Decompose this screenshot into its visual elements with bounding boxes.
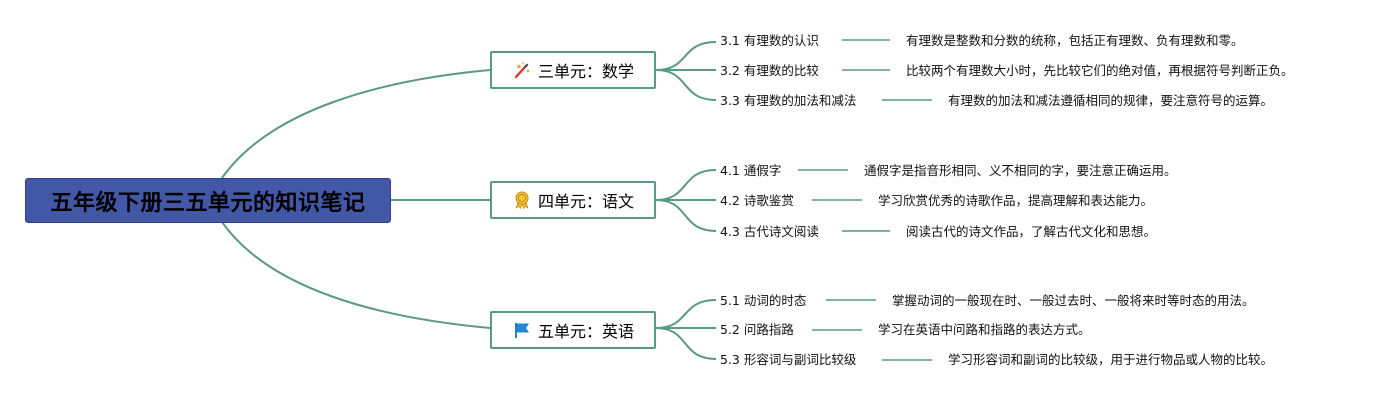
- topic-4-3-description: 阅读古代的诗文作品，了解古代文化和思想。: [906, 224, 1157, 239]
- topic-3-2-description: 比较两个有理数大小时，先比较它们的绝对值，再根据符号判断正负。: [906, 63, 1294, 78]
- award-medal-icon: [512, 190, 532, 210]
- flag-icon: [512, 320, 532, 340]
- unit-5-to-topic-1-link: [655, 299, 717, 329]
- topic-5-2-label[interactable]: 5.2 问路指路: [720, 322, 794, 337]
- magic-wand-icon: [512, 60, 532, 80]
- topic-4-3-label[interactable]: 4.3 古代诗文阅读: [720, 224, 819, 239]
- topic-4-1-description: 通假字是指音形相同、义不相同的字，要注意正确运用。: [864, 163, 1177, 178]
- unit-3-to-topic-3-link: [655, 69, 717, 101]
- root-to-unit-5-link: [221, 221, 491, 329]
- topic-5-3-label[interactable]: 5.3 形容词与副词比较级: [720, 352, 857, 367]
- unit-3-to-topic-1-link: [655, 41, 717, 71]
- topic-3-3-description: 有理数的加法和减法遵循相同的规律，要注意符号的运算。: [948, 93, 1274, 108]
- topic-5-1-label[interactable]: 5.1 动词的时态: [720, 293, 807, 308]
- topic-4-2-description: 学习欣赏优秀的诗歌作品，提高理解和表达能力。: [878, 193, 1154, 208]
- unit-4-node[interactable]: 四单元：语文: [490, 181, 656, 219]
- unit-4-to-topic-1-link: [655, 169, 717, 201]
- unit-3-node[interactable]: 三单元：数学: [490, 51, 656, 89]
- unit-3-title: 三单元：数学: [537, 62, 634, 81]
- topic-4-2-label[interactable]: 4.2 诗歌鉴赏: [720, 193, 794, 208]
- topic-3-3-label[interactable]: 3.3 有理数的加法和减法: [720, 93, 857, 108]
- unit-4-title: 四单元：语文: [537, 192, 634, 211]
- topic-5-2-description: 学习在英语中问路和指路的表达方式。: [878, 322, 1091, 337]
- topic-3-1-description: 有理数是整数和分数的统称，包括正有理数、负有理数和零。: [906, 33, 1244, 48]
- unit-5-node[interactable]: 五单元：英语: [490, 311, 656, 349]
- unit-4-to-topic-3-link: [655, 199, 717, 232]
- root-title: 五年级下册三五单元的知识笔记: [50, 190, 366, 216]
- unit-5-title: 五单元：英语: [537, 322, 634, 341]
- topic-3-1-label[interactable]: 3.1 有理数的认识: [720, 33, 819, 48]
- root-topic[interactable]: 五年级下册三五单元的知识笔记: [25, 178, 391, 223]
- topic-5-3-description: 学习形容词和副词的比较级，用于进行物品或人物的比较。: [948, 352, 1274, 367]
- topic-3-2-label[interactable]: 3.2 有理数的比较: [720, 63, 819, 78]
- topic-4-1-label[interactable]: 4.1 通假字: [720, 163, 782, 178]
- root-to-unit-3-link: [221, 69, 491, 179]
- unit-5-to-topic-3-link: [655, 327, 717, 360]
- topic-5-1-description: 掌握动词的一般现在时、一般过去时、一般将来时等时态的用法。: [892, 293, 1255, 308]
